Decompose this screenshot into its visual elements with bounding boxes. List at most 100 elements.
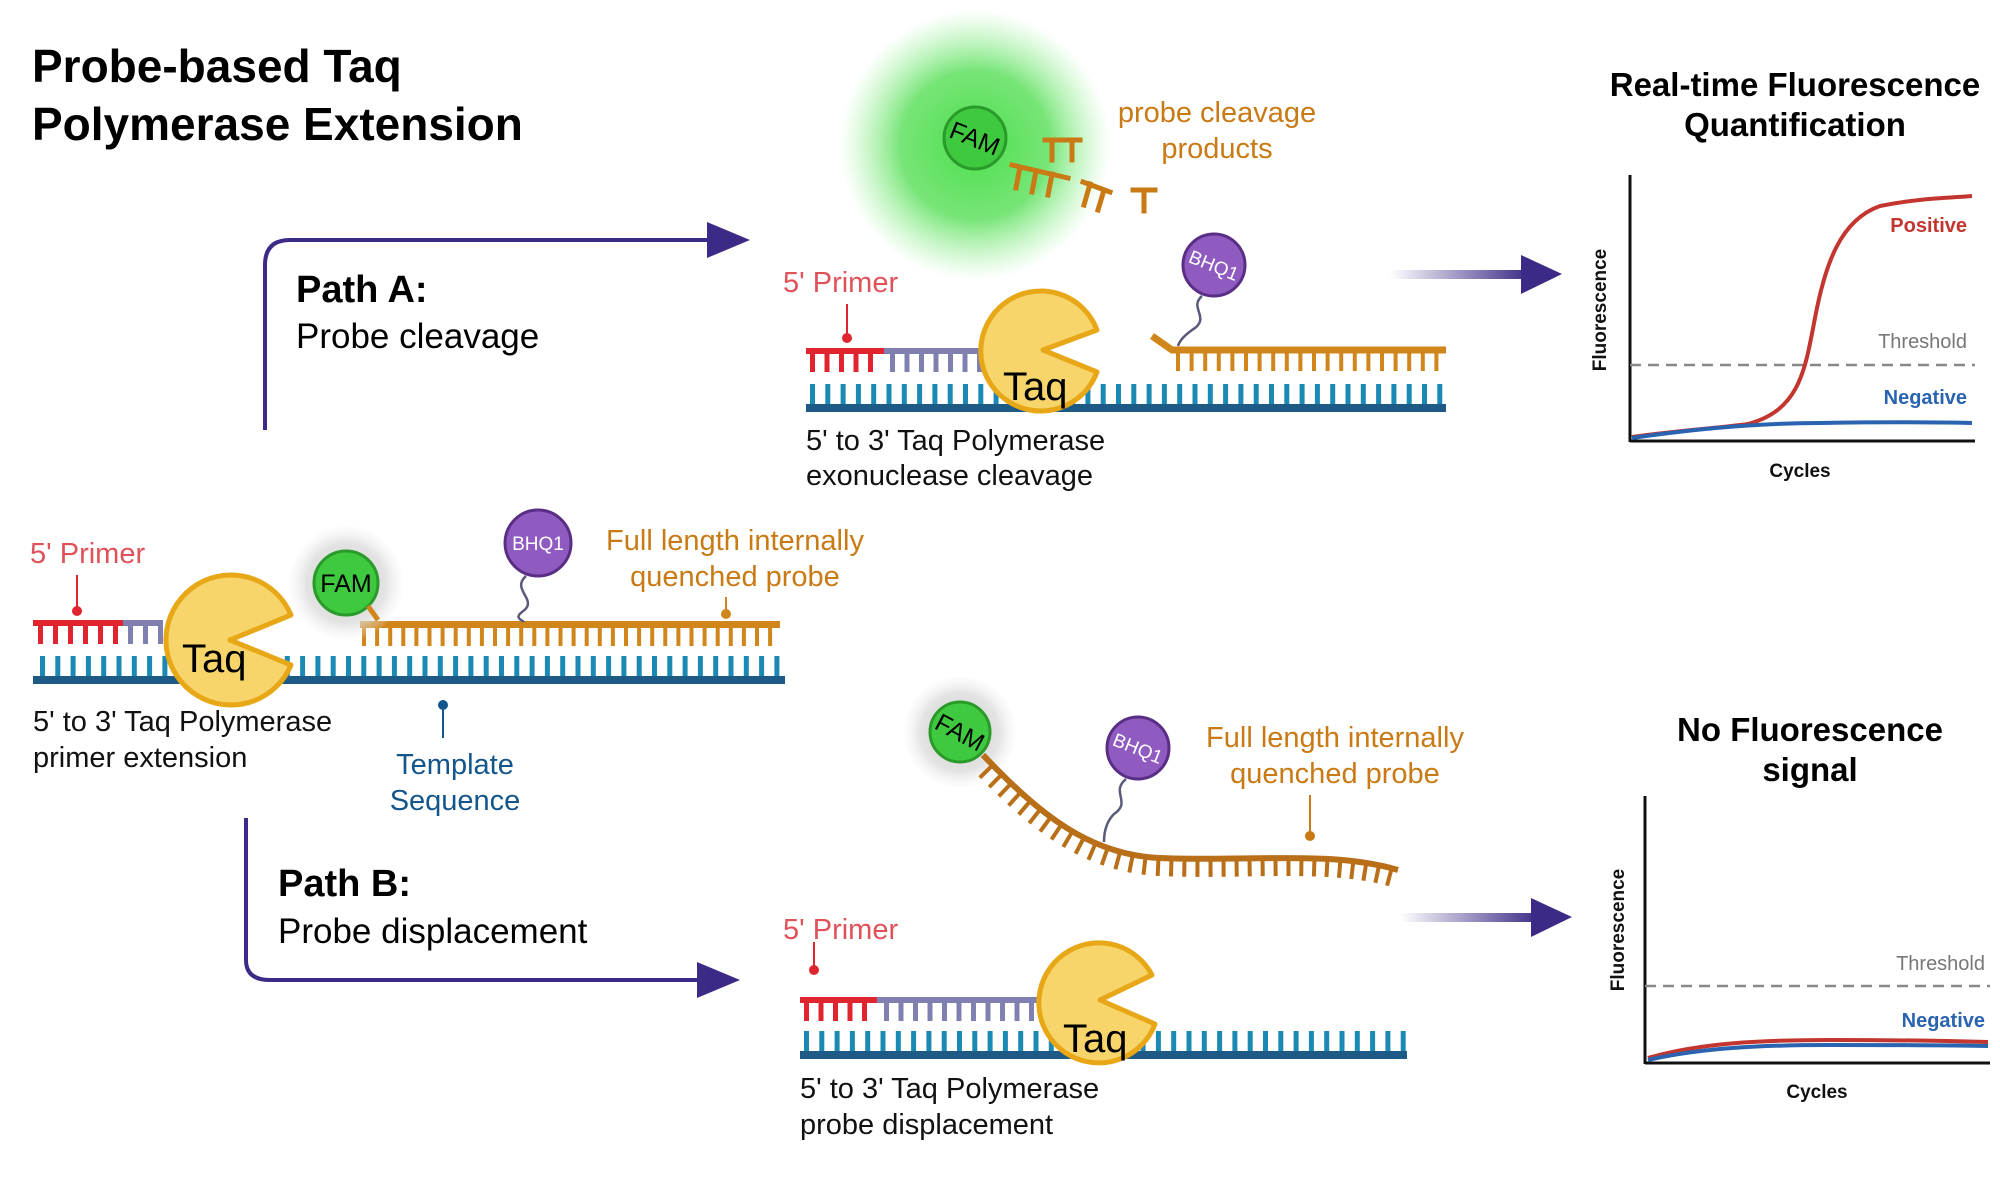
template-label-line2: Sequence [390, 785, 521, 817]
path-b-subtitle: Probe displacement [278, 912, 588, 951]
base-tooth [1385, 1031, 1391, 1051]
base-tooth [1325, 353, 1330, 371]
base-tooth [755, 628, 759, 646]
base-tooth [128, 626, 133, 644]
base-tooth [1385, 867, 1394, 887]
template-strand-backbone [33, 676, 785, 684]
path-b-bhq1-quencher: BHQ1 [1105, 715, 1171, 781]
primer-label: 5' Primer [30, 538, 145, 570]
base-tooth [1354, 1031, 1360, 1051]
base-tooth [1278, 1031, 1284, 1051]
base-tooth [1361, 862, 1369, 882]
cleavage-products-label-line2: products [1161, 133, 1272, 165]
base-tooth [847, 1003, 853, 1021]
primer-strand [33, 620, 123, 626]
graph-a-negative-label: Negative [1884, 387, 1967, 409]
path-a-title: Path A: [296, 269, 428, 311]
base-tooth [375, 628, 380, 646]
base-tooth [1311, 858, 1317, 877]
page-title-line2: Polymerase Extension [32, 98, 523, 150]
base-tooth [1420, 353, 1425, 371]
base-tooth [1391, 384, 1397, 404]
path-a-primer-pointer-dot [842, 333, 852, 343]
path-a-caption-line1: 5' to 3' Taq Polymerase [806, 425, 1105, 457]
path-b-probe-label-line1: Full length internally [1206, 722, 1464, 754]
base-tooth [1406, 384, 1412, 404]
base-tooth [862, 1003, 867, 1021]
base-tooth [768, 628, 773, 646]
base-tooth [715, 628, 720, 646]
base-tooth [1146, 384, 1152, 404]
path-a-taq-label: Taq [1003, 365, 1068, 409]
base-tooth [1339, 1031, 1345, 1051]
path-a-primer-strand [806, 348, 884, 354]
base-tooth [414, 628, 419, 646]
base-tooth [824, 354, 830, 372]
base-tooth [1247, 1031, 1253, 1051]
probe-cleavage-fragments [1008, 137, 1158, 214]
base-tooth [1407, 353, 1412, 371]
displaced-probe-strand [980, 752, 1399, 873]
base-tooth [70, 656, 76, 676]
base-tooth [1434, 353, 1439, 371]
base-tooth [933, 354, 939, 372]
base-tooth [890, 354, 895, 372]
bhq1-linker [517, 575, 530, 623]
base-tooth [987, 772, 1004, 789]
base-tooth [162, 656, 168, 676]
base-tooth [819, 1031, 825, 1051]
path-b-caption-line2: probe displacement [800, 1109, 1053, 1141]
base-tooth [825, 384, 831, 404]
taq-polymerase: Taq [163, 572, 294, 708]
path-b-title: Path B: [278, 863, 411, 905]
base-tooth [440, 628, 445, 646]
path-a-primer-label: 5' Primer [783, 267, 898, 299]
base-tooth [1284, 384, 1290, 404]
base-tooth [713, 656, 719, 676]
graph-a-negative-curve [1631, 420, 1973, 440]
base-tooth [804, 1003, 809, 1021]
base-tooth [637, 628, 642, 646]
base-tooth [116, 656, 122, 676]
base-tooth [926, 1031, 932, 1051]
base-tooth [1033, 1031, 1039, 1051]
base-tooth [1324, 1031, 1330, 1051]
extension-teeth [128, 626, 163, 644]
graph-a-title-line1: Real-time Fluorescence [1610, 66, 1980, 103]
base-tooth [978, 384, 984, 404]
base-tooth [1232, 1031, 1238, 1051]
graph-b-threshold-label: Threshold [1896, 953, 1985, 975]
path-a-bhq1-linker [1176, 295, 1203, 347]
base-tooth [1161, 384, 1167, 404]
base-tooth [590, 656, 596, 676]
base-tooth [1257, 353, 1262, 371]
base-tooth [1189, 353, 1194, 371]
base-tooth [919, 354, 924, 372]
graph-a-xlabel: Cycles [1769, 461, 1830, 482]
base-tooth [1127, 854, 1135, 873]
base-tooth [610, 628, 615, 646]
base-tooth [978, 763, 995, 780]
base-tooth [1339, 353, 1344, 371]
graph-b-title-line2: signal [1762, 751, 1857, 788]
base-tooth [544, 656, 550, 676]
base-tooth [1393, 353, 1398, 371]
probe-label-pointer-dot [721, 609, 731, 619]
base-tooth [147, 656, 153, 676]
base-tooth [1100, 384, 1106, 404]
base-tooth [1380, 353, 1384, 371]
base-tooth [545, 628, 550, 646]
base-tooth [880, 1031, 886, 1051]
base-tooth [895, 1031, 901, 1051]
graph-a-title-line2: Quantification [1684, 106, 1906, 143]
start-caption-line1: 5' to 3' Taq Polymerase [33, 706, 332, 738]
base-tooth [55, 656, 61, 676]
base-tooth [962, 354, 968, 372]
base-tooth [584, 628, 589, 646]
path-a-template-teeth [810, 384, 1443, 404]
base-tooth [904, 354, 910, 372]
arrow-to-graph-a [1390, 255, 1562, 294]
base-tooth [743, 656, 749, 676]
base-tooth [1324, 858, 1330, 878]
base-tooth [1049, 823, 1064, 841]
